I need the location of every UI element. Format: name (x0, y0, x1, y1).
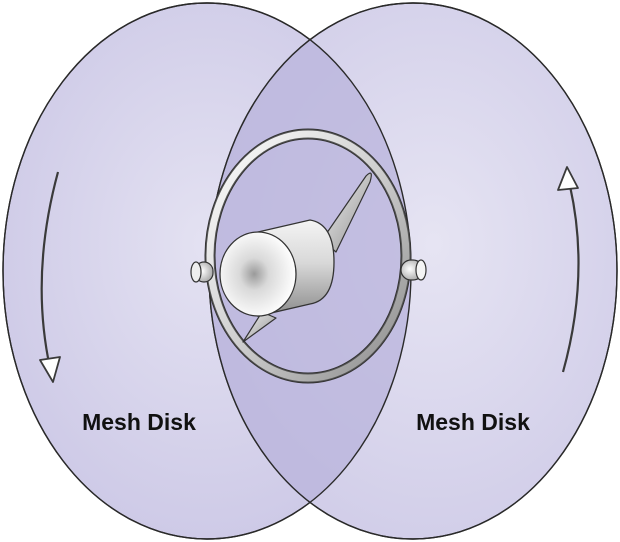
arrow-down-curved-icon (39, 171, 61, 383)
right-disk-label: Mesh Disk (416, 409, 530, 435)
left-pivot-bearing (190, 261, 214, 283)
right-pivot-bearing (400, 259, 427, 281)
indicator-needle-upper (321, 172, 372, 253)
arrow-up-curved-icon (557, 166, 580, 373)
left-disk-label: Mesh Disk (82, 409, 196, 435)
gimbal-bearing-assembly-icon (190, 128, 427, 384)
rotor-cylinder-face (219, 231, 297, 317)
